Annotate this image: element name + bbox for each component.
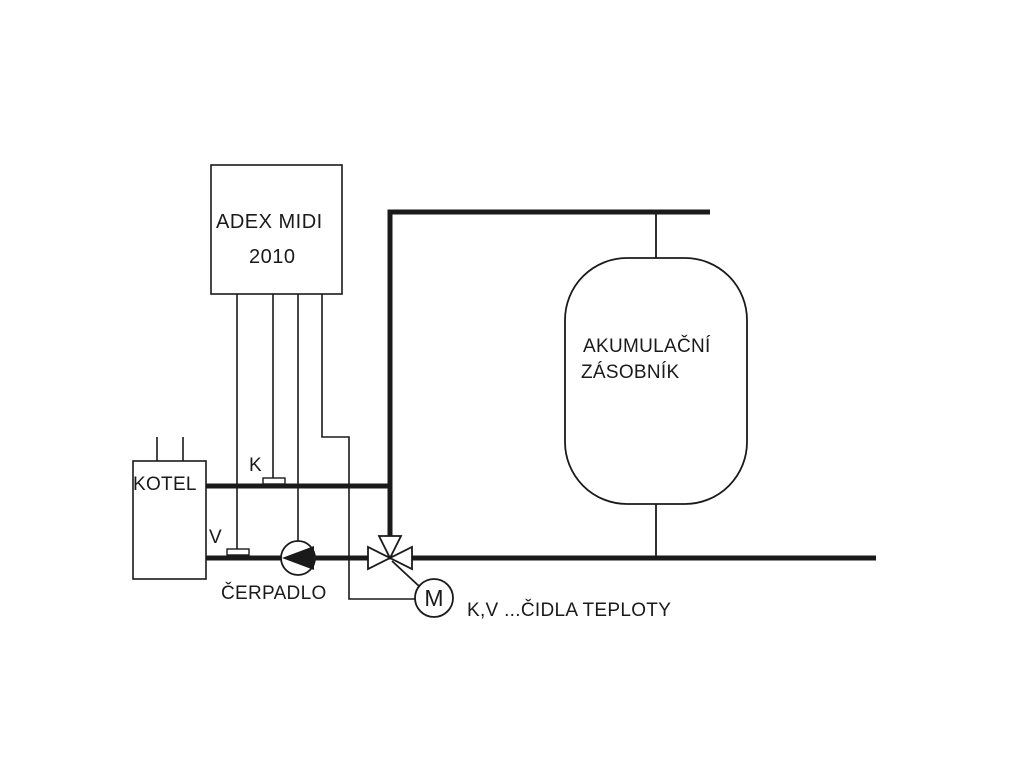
sensor-v: V: [209, 527, 250, 556]
boiler-body: [132, 460, 207, 580]
tank-label-line1: AKUMULAČNÍ: [583, 335, 711, 357]
sensor-k-icon: [262, 477, 286, 485]
motor-label: M: [424, 585, 443, 611]
pump-label: ČERPADLO: [221, 582, 327, 604]
valve-left-triangle-icon: [367, 545, 393, 571]
valve-actuator-link: [391, 560, 421, 588]
pump: ČERPADLO: [221, 540, 327, 604]
controller-unit: ADEX MIDI 2010: [210, 164, 343, 295]
boiler: KOTEL: [132, 437, 207, 580]
mixing-valve: [367, 535, 421, 588]
boiler-label: KOTEL: [133, 474, 197, 495]
sensor-legend: K,V ...ČIDLA TEPLOTY: [467, 599, 671, 621]
sensor-k-label: K: [249, 455, 262, 476]
controller-year: 2010: [249, 246, 296, 268]
signal-wires: [236, 294, 417, 600]
pump-arrow-icon: [282, 546, 314, 570]
valve-right-triangle-icon: [387, 545, 413, 571]
accumulation-tank: AKUMULAČNÍ ZÁSOBNÍK: [564, 212, 748, 558]
sensor-v-icon: [226, 548, 250, 556]
sensor-k: K: [249, 455, 286, 485]
controller-box: [210, 164, 343, 295]
valve-motor: M: [414, 578, 454, 618]
tank-label-line2: ZÁSOBNÍK: [581, 362, 680, 383]
riser-pipe: [387, 209, 710, 558]
piping: [206, 209, 876, 561]
controller-name: ADEX MIDI: [216, 211, 323, 233]
wire-motor: [321, 294, 417, 600]
valve-top-triangle-icon: [377, 535, 403, 561]
motor-circle: [414, 578, 454, 618]
sensor-v-label: V: [209, 527, 222, 548]
